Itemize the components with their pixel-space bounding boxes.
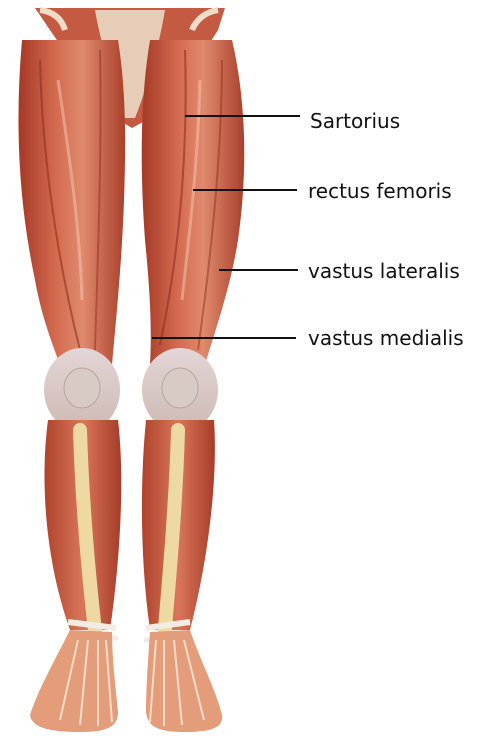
label-sartorius: Sartorius [310, 109, 400, 133]
left-leg [142, 40, 245, 732]
right-foot [30, 630, 118, 732]
right-leg [18, 40, 125, 732]
label-vastus-lateralis: vastus lateralis [308, 259, 460, 283]
label-rectus-femoris: rectus femoris [308, 179, 452, 203]
muscle-labels: Sartorius rectus femoris vastus laterali… [308, 109, 464, 350]
left-foot [146, 630, 222, 732]
label-vastus-medialis: vastus medialis [308, 326, 464, 350]
